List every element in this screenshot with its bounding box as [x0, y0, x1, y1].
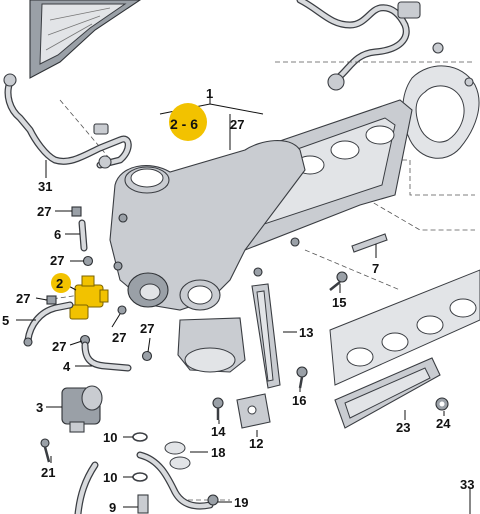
heat-shield — [29, 0, 141, 79]
label-27-b: 27 — [50, 253, 64, 268]
bracket-12 — [236, 393, 271, 429]
label-12: 12 — [249, 436, 263, 451]
label-18: 18 — [211, 445, 225, 460]
label-10-a: 10 — [103, 430, 117, 445]
label-24: 24 — [436, 416, 451, 431]
gasket-ring — [402, 42, 480, 159]
label-27-a: 27 — [37, 204, 51, 219]
coolant-pipe-top — [296, 0, 421, 91]
label-27-top: 27 — [230, 117, 244, 132]
label-2: 2 — [56, 276, 63, 291]
label-7: 7 — [372, 261, 379, 276]
highlight-badge-2-6 — [169, 103, 207, 141]
actuator-3 — [61, 385, 103, 433]
label-2-6: 2 - 6 — [170, 116, 198, 132]
label-27-d: 27 — [140, 321, 154, 336]
label-27-e: 27 — [112, 330, 126, 345]
label-14: 14 — [211, 424, 226, 439]
label-13: 13 — [299, 325, 313, 340]
label-6: 6 — [54, 227, 61, 242]
label-23: 23 — [396, 420, 410, 435]
hose-4 — [81, 341, 132, 372]
highlight-badge-2 — [51, 273, 71, 293]
label-4: 4 — [63, 359, 71, 374]
part-labels: 1 2 - 6 27 31 27 6 27 2 27 5 27 27 27 4 … — [2, 86, 474, 514]
coolant-pipe-31 — [3, 73, 132, 169]
label-27-c: 27 — [16, 291, 30, 306]
label-1: 1 — [206, 86, 213, 101]
bolt-16 — [296, 366, 308, 389]
bolt-21 — [40, 438, 51, 463]
manifold-gasket — [329, 269, 480, 386]
solenoid-valve-2 — [69, 275, 109, 320]
label-16: 16 — [292, 393, 306, 408]
nut-24 — [435, 397, 449, 411]
label-9: 9 — [109, 500, 116, 514]
label-27-f: 27 — [52, 339, 66, 354]
bracket-13 — [251, 283, 281, 389]
bolt-14 — [212, 397, 224, 420]
label-5: 5 — [2, 313, 9, 328]
hose-6 — [78, 219, 88, 252]
label-10-b: 10 — [103, 470, 117, 485]
label-21: 21 — [41, 465, 55, 480]
label-33: 33 — [460, 477, 474, 492]
label-19: 19 — [234, 495, 248, 510]
heat-shield-23 — [334, 357, 441, 429]
oil-lines-bottom — [74, 432, 219, 514]
bolt-15 — [329, 271, 348, 291]
label-31: 31 — [38, 179, 52, 194]
label-3: 3 — [36, 400, 43, 415]
turbo-manifold-assembly — [109, 99, 413, 373]
hose-5 — [23, 301, 74, 347]
label-15: 15 — [332, 295, 346, 310]
